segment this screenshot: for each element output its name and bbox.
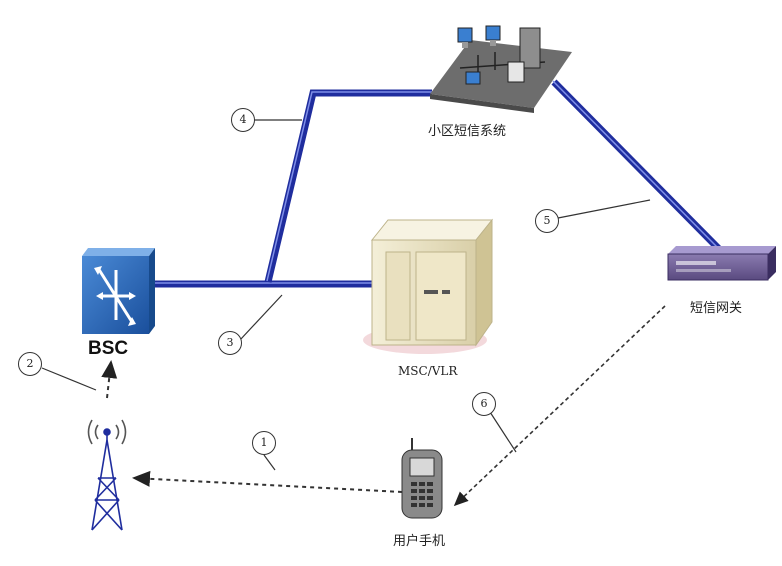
link-sms-system-gateway xyxy=(551,79,723,253)
link-tower-bsc xyxy=(101,360,118,399)
sms-gateway-label: 短信网关 xyxy=(690,301,743,316)
network-workstations-icon xyxy=(430,25,572,113)
sms-system-label: 小区短信系统 xyxy=(428,124,507,139)
step-leaders xyxy=(41,119,651,471)
msc-vlr-label: MSC/VLR xyxy=(398,364,458,378)
bsc-icon xyxy=(82,248,155,334)
gateway-device-icon xyxy=(667,246,776,281)
step-marker-3: 3 xyxy=(218,331,242,355)
step-marker-6: 6 xyxy=(472,392,496,416)
step-marker-2: 2 xyxy=(18,352,42,376)
server-icon xyxy=(363,218,494,354)
user-phone-label: 用户手机 xyxy=(393,534,446,549)
base-station-tower-icon xyxy=(87,419,127,531)
link-junction-sms-system xyxy=(264,89,432,283)
link-bsc-msc xyxy=(155,280,378,288)
mobile-phone-icon xyxy=(401,438,443,519)
link-gateway-phone xyxy=(453,305,666,507)
bsc-label: BSC xyxy=(88,338,129,359)
step-marker-5: 5 xyxy=(535,209,559,233)
link-phone-tower xyxy=(132,470,403,493)
step-marker-1: 1 xyxy=(252,431,276,455)
step-marker-4: 4 xyxy=(231,108,255,132)
